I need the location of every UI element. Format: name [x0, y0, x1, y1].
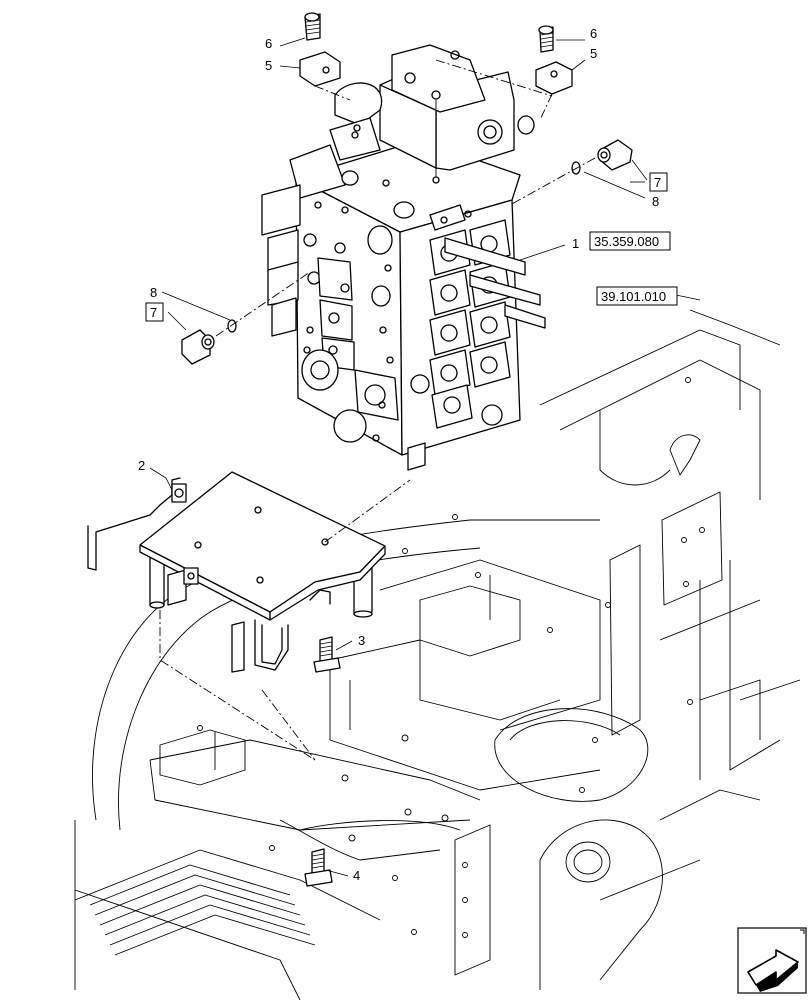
centerline: [539, 93, 553, 121]
bolt-4: [304, 848, 333, 887]
centerline: [159, 610, 316, 761]
control-valve-assembly: [261, 44, 546, 471]
callout-2: 2: [138, 458, 145, 473]
callout-7-left: 7: [150, 305, 157, 320]
callout-7-right-box: [649, 172, 668, 192]
fitting-left-7: [181, 329, 215, 365]
machine-frame: [74, 309, 801, 1000]
centerline: [314, 85, 351, 101]
callout-4: 4: [353, 868, 360, 883]
callout-7-right: 7: [654, 175, 661, 190]
oring-left-8: [227, 319, 237, 333]
reference-valve[interactable]: 35.359.080: [594, 234, 659, 249]
leader-lines: [149, 37, 701, 877]
centerline: [261, 689, 316, 761]
bracket-right-5: [535, 61, 573, 95]
callout-6-left: 6: [265, 36, 272, 51]
callouts: 1 2 3 4 5 5 6 6 8 8 7 7: [138, 26, 668, 883]
bolt-right-6: [538, 25, 554, 53]
fitting-right-7: [597, 139, 633, 171]
centerline: [215, 271, 311, 337]
centerline: [435, 59, 553, 97]
bracket-left-5: [299, 51, 341, 87]
callout-7-left-box: [145, 302, 164, 322]
callout-3: 3: [358, 633, 365, 648]
reference-box-valve[interactable]: [589, 231, 671, 251]
callout-5-left: 5: [265, 58, 272, 73]
callout-6-right: 6: [590, 26, 597, 41]
bolt-left-6: [304, 12, 321, 41]
callout-8-left: 8: [150, 285, 157, 300]
reference-links[interactable]: 35.359.080 39.101.010: [589, 231, 678, 306]
bolt-3: [313, 636, 341, 673]
callout-1: 1: [572, 236, 579, 251]
callout-5-right: 5: [590, 46, 597, 61]
arrow-icon[interactable]: [737, 927, 807, 994]
mounting-plate-2: [87, 471, 386, 673]
reference-box-frame[interactable]: [596, 286, 678, 306]
callout-8-right: 8: [652, 194, 659, 209]
centerline: [509, 157, 596, 206]
centerline: [324, 479, 411, 543]
reference-frame[interactable]: 39.101.010: [601, 289, 666, 304]
